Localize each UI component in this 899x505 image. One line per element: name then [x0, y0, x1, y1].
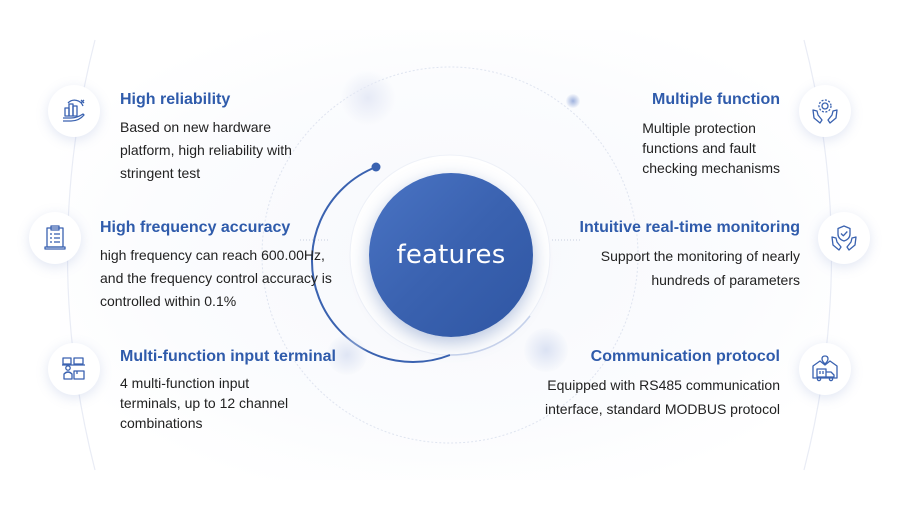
feature-description: Equipped with RS485 communication interf… [545, 373, 780, 421]
feature-description: Based on new hardware platform, high rel… [120, 116, 292, 185]
icon-circle-intuitive-real-time-monitoring [818, 212, 870, 264]
feature-description-line: combinations [120, 415, 203, 431]
feature-communication-protocol: Communication protocol Equipped with RS4… [545, 347, 780, 421]
dotted-ring [261, 66, 639, 444]
feature-description-line: platform, high reliability with [120, 142, 292, 158]
blob-bottom-left [327, 335, 367, 375]
feature-description-line: Support the monitoring of nearly [600, 248, 800, 264]
feature-description-line: 4 multi-function input [120, 375, 250, 391]
blob-bottom-right [524, 328, 568, 372]
feature-description-line: stringent test [120, 165, 201, 181]
feature-title: Communication protocol [590, 348, 780, 365]
hands-gear-icon [812, 99, 838, 124]
feature-description-line: terminals, up to 12 channel [120, 395, 289, 411]
feature-description: 4 multi-function input terminals, up to … [120, 373, 336, 433]
progress-arc [311, 166, 451, 363]
feature-description-line: Multiple protection [642, 120, 756, 136]
feature-description: high frequency can reach 600.00Hz, and t… [100, 244, 332, 313]
feature-description-line: interface, standard MODBUS protocol [545, 401, 780, 417]
icon-circle-multi-function-input-terminal [48, 343, 100, 395]
icon-circle-multiple-function [799, 85, 851, 137]
feature-high-reliability: High reliability Based on new hardware p… [120, 90, 292, 185]
arc-dot [371, 162, 381, 172]
feature-title: High reliability [120, 91, 231, 108]
feature-description: Multiple protection functions and fault … [642, 118, 780, 178]
feature-intuitive-real-time-monitoring: Intuitive real-time monitoring Support t… [580, 218, 800, 292]
clipboard-list-icon [44, 225, 66, 250]
logistics-truck-icon [812, 355, 838, 382]
feature-multi-function-input-terminal: Multi-function input terminal 4 multi-fu… [120, 347, 336, 433]
feature-title: Multi-function input terminal [120, 348, 336, 365]
feature-description: Support the monitoring of nearly hundred… [580, 244, 800, 292]
center-circle: features [369, 173, 533, 337]
icon-circle-high-reliability [48, 85, 100, 137]
feature-description-line: high frequency can reach 600.00Hz, [100, 247, 325, 263]
feature-description-line: Equipped with RS485 communication [547, 377, 780, 393]
feature-description-line: controlled within 0.1% [100, 293, 237, 309]
feature-title: Multiple function [652, 91, 780, 108]
feature-description-line: hundreds of parameters [651, 272, 800, 288]
center-label: features [396, 240, 506, 270]
feature-title: High frequency accuracy [100, 219, 291, 236]
warehouse-worker-icon [62, 357, 85, 380]
feature-description-line: checking mechanisms [642, 160, 780, 176]
hands-shield-icon [831, 225, 857, 251]
feature-description-line: functions and fault [642, 140, 756, 156]
feature-title: Intuitive real-time monitoring [579, 219, 800, 236]
hand-chart-icon [63, 99, 85, 122]
icon-circle-high-frequency-accuracy [29, 212, 81, 264]
blob-small-dot [566, 94, 580, 108]
feature-description-line: and the frequency control accuracy is [100, 270, 332, 286]
feature-high-frequency-accuracy: High frequency accuracy high frequency c… [100, 218, 332, 313]
blob-top-center [340, 70, 396, 126]
progress-arc-tail [449, 315, 531, 356]
feature-description-line: Based on new hardware [120, 119, 271, 135]
feature-multiple-function: Multiple function Multiple protection fu… [642, 90, 780, 178]
icon-circle-communication-protocol [799, 343, 851, 395]
